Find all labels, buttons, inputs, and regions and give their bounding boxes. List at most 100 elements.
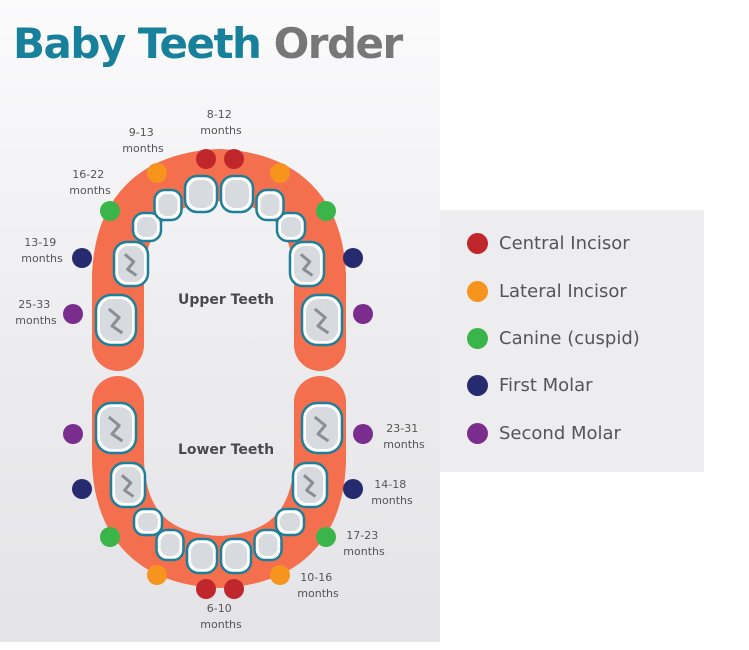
month-label-upper-first-molar: 13-19 months bbox=[21, 236, 63, 265]
label-unit: months bbox=[343, 545, 385, 558]
lower-second-molar-right bbox=[300, 401, 344, 455]
tooth-groove bbox=[299, 253, 314, 277]
upper-lateral-incisor-left bbox=[153, 188, 183, 222]
label-range: 14-18 bbox=[374, 478, 406, 491]
lower-central-dot-left bbox=[196, 579, 216, 599]
month-label-lower-lateral: 10-16 months bbox=[297, 571, 339, 600]
legend-dot bbox=[467, 232, 488, 254]
tooth-shading bbox=[280, 513, 300, 531]
tooth-shading bbox=[225, 180, 249, 208]
tooth-shading bbox=[260, 194, 280, 216]
tooth-shading bbox=[191, 543, 213, 569]
upper-lateral-dot-left bbox=[147, 163, 167, 183]
upper-central-incisor-left bbox=[183, 174, 219, 214]
tooth-shading bbox=[258, 534, 278, 556]
upper-canine-right bbox=[275, 211, 307, 243]
upper-canine-left bbox=[131, 211, 163, 243]
month-label-lower-canine: 17-23 months bbox=[343, 529, 385, 558]
label-unit: months bbox=[371, 494, 413, 507]
upper-central-dot-right bbox=[224, 149, 244, 169]
teeth-diagram: Upper Teeth Lower Teeth 8-12 months 9-13… bbox=[15, 108, 425, 631]
label-range: 9-13 bbox=[129, 126, 154, 139]
label-range: 8-12 bbox=[207, 108, 232, 121]
lower-second-molar-dot-right bbox=[353, 424, 373, 444]
label-range: 6-10 bbox=[207, 602, 232, 615]
lower-canine-left bbox=[132, 507, 164, 537]
upper-first-molar-left bbox=[112, 240, 150, 288]
lower-first-molar-left bbox=[109, 461, 147, 509]
lower-jaw-label: Lower Teeth bbox=[178, 442, 274, 458]
label-range: 17-23 bbox=[346, 529, 378, 542]
teeth bbox=[94, 174, 344, 575]
legend-dot bbox=[467, 327, 488, 349]
label-unit: months bbox=[383, 438, 425, 451]
lower-lateral-dot-left bbox=[147, 565, 167, 585]
upper-second-molar-right bbox=[300, 293, 344, 347]
legend-label: Lateral Incisor bbox=[499, 280, 627, 302]
legend-label: Central Incisor bbox=[499, 232, 630, 254]
legend-item-canine: Canine (cuspid) bbox=[467, 326, 640, 350]
legend-label: First Molar bbox=[499, 374, 593, 396]
legend-item-lateral-incisor: Lateral Incisor bbox=[467, 279, 627, 303]
upper-central-incisor-right bbox=[219, 174, 255, 214]
lower-canine-dot-right bbox=[316, 527, 336, 547]
lower-gum bbox=[92, 376, 346, 589]
month-label-upper-second-molar: 25-33 months bbox=[15, 298, 57, 327]
lower-central-incisor-right bbox=[219, 537, 253, 575]
tooth-shading bbox=[160, 534, 180, 556]
tooth-groove bbox=[120, 474, 135, 498]
tooth-groove bbox=[123, 253, 138, 277]
legend-label: Canine (cuspid) bbox=[499, 327, 640, 349]
tooth-shading bbox=[225, 543, 247, 569]
tooth-shading bbox=[158, 194, 178, 216]
label-range: 16-22 bbox=[72, 168, 104, 181]
upper-second-molar-dot-left bbox=[63, 304, 83, 324]
lower-central-incisor-left bbox=[185, 537, 219, 575]
legend-dot bbox=[467, 374, 488, 396]
tooth-shading bbox=[137, 217, 157, 237]
tooth-shading bbox=[189, 180, 213, 208]
label-range: 23-31 bbox=[386, 422, 418, 435]
month-label-lower-first-molar: 14-18 months bbox=[371, 478, 413, 507]
tooth-groove bbox=[107, 415, 124, 443]
label-unit: months bbox=[21, 252, 63, 265]
month-label-lower-second-molar: 23-31 months bbox=[383, 422, 425, 451]
lower-central-dot-right bbox=[224, 579, 244, 599]
tooth-groove bbox=[302, 474, 317, 498]
legend-item-central-incisor: Central Incisor bbox=[467, 231, 630, 255]
lower-first-molar-right bbox=[291, 461, 329, 509]
month-label-upper-lateral: 9-13 months bbox=[122, 126, 164, 155]
tooth-groove bbox=[313, 307, 330, 335]
upper-lateral-dot-right bbox=[270, 163, 290, 183]
upper-central-dot-left bbox=[196, 149, 216, 169]
upper-jaw-label: Upper Teeth bbox=[178, 292, 274, 308]
page-title: Baby Teeth Order bbox=[13, 16, 403, 72]
lower-canine-right bbox=[274, 507, 306, 537]
lower-second-molar-left bbox=[94, 401, 138, 455]
label-unit: months bbox=[200, 124, 242, 137]
label-unit: months bbox=[69, 184, 111, 197]
label-range: 10-16 bbox=[300, 571, 332, 584]
legend-label: Second Molar bbox=[499, 422, 621, 444]
tooth-groove bbox=[313, 415, 330, 443]
month-label-lower-central: 6-10 months bbox=[200, 602, 242, 631]
label-unit: months bbox=[297, 587, 339, 600]
upper-first-molar-dot-left bbox=[72, 248, 92, 268]
legend: Central Incisor Lateral Incisor Canine (… bbox=[440, 210, 704, 472]
upper-lateral-incisor-right bbox=[255, 188, 285, 222]
upper-canine-dot-left bbox=[100, 201, 120, 221]
lower-lateral-incisor-left bbox=[155, 528, 185, 562]
legend-dot bbox=[467, 280, 488, 302]
upper-second-molar-left bbox=[94, 293, 138, 347]
label-range: 13-19 bbox=[24, 236, 56, 249]
tooth-groove bbox=[107, 307, 124, 335]
lower-first-molar-dot-right bbox=[343, 479, 363, 499]
label-range: 25-33 bbox=[18, 298, 50, 311]
tooth-shading bbox=[138, 513, 158, 531]
title-part-1: Baby Teeth bbox=[13, 19, 262, 68]
upper-second-molar-dot-right bbox=[353, 304, 373, 324]
upper-gum bbox=[92, 148, 346, 371]
upper-first-molar-dot-right bbox=[343, 248, 363, 268]
label-unit: months bbox=[122, 142, 164, 155]
upper-canine-dot-right bbox=[316, 201, 336, 221]
